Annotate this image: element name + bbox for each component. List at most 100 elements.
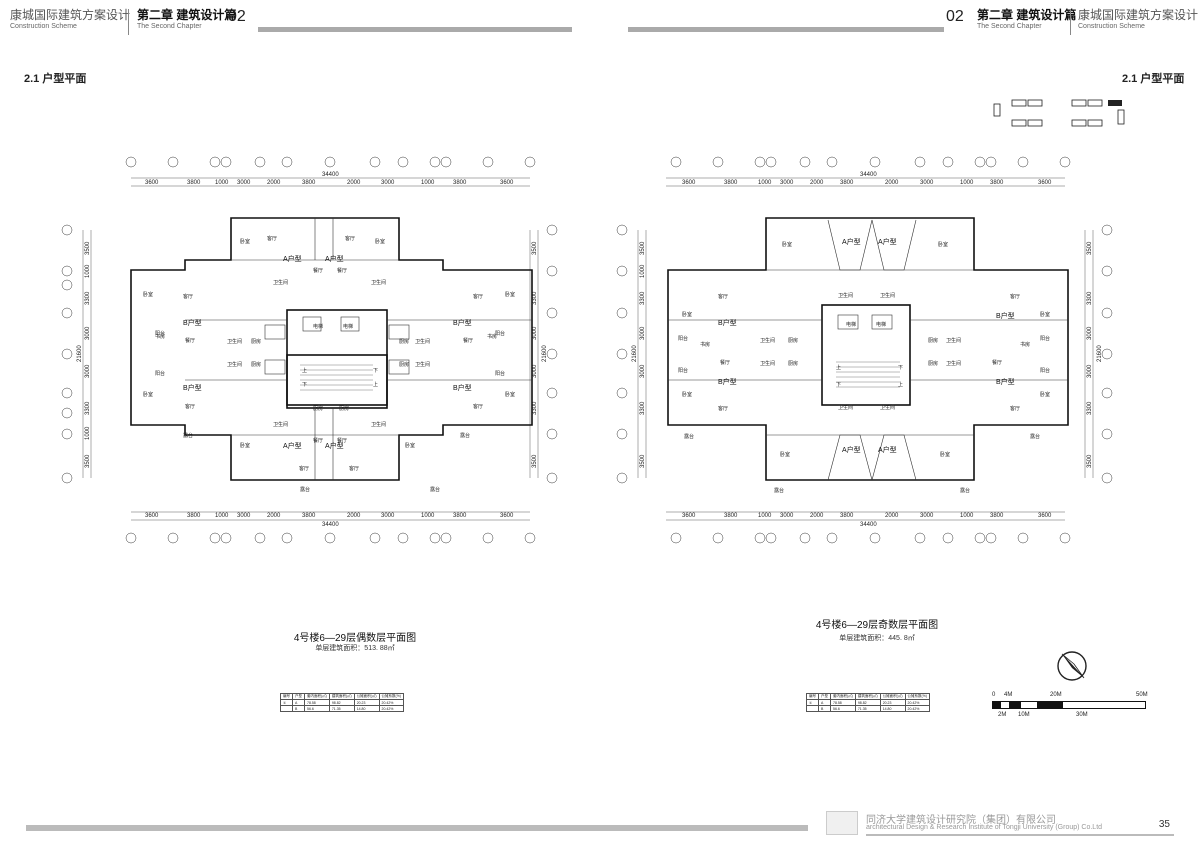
footer-bar — [26, 825, 808, 831]
svg-text:电梯: 电梯 — [313, 323, 323, 330]
unit-label: A户型 — [283, 441, 302, 450]
svg-text:卫生间: 卫生间 — [415, 361, 430, 368]
unit-label: B户型 — [183, 318, 202, 327]
svg-text:卫生间: 卫生间 — [371, 421, 386, 428]
svg-text:卫生间: 卫生间 — [273, 279, 288, 286]
dim-label: 3000 — [532, 364, 538, 378]
svg-text:客厅: 客厅 — [1010, 405, 1020, 412]
svg-text:露台: 露台 — [430, 486, 440, 493]
unit-label: B户型 — [718, 377, 737, 386]
svg-text:卫生间: 卫生间 — [946, 337, 961, 344]
north-arrow-icon — [1057, 651, 1087, 681]
chapter-number: 02 — [946, 8, 964, 25]
dim-label: 3000 — [532, 326, 538, 340]
dim-label: 3300 — [532, 291, 538, 305]
company-name-en: Construction Scheme — [1078, 23, 1145, 30]
svg-text:厨房: 厨房 — [788, 337, 798, 344]
svg-text:3800: 3800 — [724, 180, 738, 186]
svg-text:卧室: 卧室 — [1040, 391, 1050, 398]
chapter-title-cn: 第二章 建筑设计篇 — [137, 8, 237, 22]
svg-text:餐厅: 餐厅 — [337, 267, 347, 274]
svg-text:1000: 1000 — [758, 513, 772, 519]
dim-label: 3000 — [237, 180, 251, 186]
dim-label: 3300 — [532, 401, 538, 415]
dim-label: 21600 — [77, 345, 83, 362]
svg-text:厨房: 厨房 — [788, 360, 798, 367]
chapter-title-en: The Second Chapter — [137, 23, 202, 30]
svg-text:卫生间: 卫生间 — [880, 404, 895, 411]
table-row: 编号户型套内面积(㎡) 建筑面积(㎡)公摊面积(㎡)公摊系数(%) — [280, 693, 404, 700]
svg-text:3500: 3500 — [1087, 454, 1093, 468]
dim-label: 3800 — [302, 180, 316, 186]
dim-label: 1000 — [85, 426, 91, 440]
svg-text:客厅: 客厅 — [718, 405, 728, 412]
svg-text:露台: 露台 — [183, 432, 193, 439]
svg-text:1000: 1000 — [758, 180, 772, 186]
dim-label: 3600 — [500, 513, 514, 519]
page-number: 35 — [1158, 819, 1170, 830]
svg-text:厨房: 厨房 — [313, 405, 323, 412]
svg-text:3000: 3000 — [920, 513, 934, 519]
header-right-company: 康城国际建筑方案设计 Construction Scheme — [1078, 8, 1198, 31]
dim-label: 2000 — [347, 513, 361, 519]
svg-text:餐厅: 餐厅 — [463, 337, 473, 344]
svg-text:3800: 3800 — [840, 513, 854, 519]
dim-total: 34400 — [860, 172, 877, 178]
svg-text:卧室: 卧室 — [682, 391, 692, 398]
svg-text:卫生间: 卫生间 — [227, 361, 242, 368]
key-plan-icons — [993, 99, 1125, 127]
unit-label: A户型 — [842, 445, 861, 454]
svg-text:1000: 1000 — [960, 180, 974, 186]
unit-label: B户型 — [453, 383, 472, 392]
chapter-title-en: The Second Chapter — [977, 23, 1042, 30]
svg-text:卧室: 卧室 — [143, 291, 153, 298]
dim-label: 2000 — [267, 180, 281, 186]
svg-text:厨房: 厨房 — [251, 361, 261, 368]
svg-text:客厅: 客厅 — [299, 465, 309, 472]
company-name-cn: 康城国际建筑方案设计 — [1078, 8, 1199, 22]
dim-label: 3000 — [85, 364, 91, 378]
svg-text:电梯: 电梯 — [343, 323, 353, 330]
svg-text:3000: 3000 — [640, 326, 646, 340]
svg-text:阳台: 阳台 — [155, 370, 165, 377]
svg-text:客厅: 客厅 — [345, 235, 355, 242]
svg-text:厨房: 厨房 — [399, 361, 409, 368]
svg-text:下: 下 — [898, 365, 903, 371]
institute-logo-icon — [826, 811, 858, 835]
svg-text:卧室: 卧室 — [240, 442, 250, 449]
dim-label: 3800 — [187, 513, 201, 519]
svg-text:客厅: 客厅 — [718, 293, 728, 300]
svg-text:客厅: 客厅 — [473, 403, 483, 410]
svg-text:3300: 3300 — [640, 401, 646, 415]
unit-label: A户型 — [878, 445, 897, 454]
svg-text:3000: 3000 — [780, 513, 794, 519]
svg-text:3800: 3800 — [724, 513, 738, 519]
svg-text:厨房: 厨房 — [399, 338, 409, 345]
svg-text:3600: 3600 — [1038, 513, 1052, 519]
dim-label: 1000 — [421, 180, 435, 186]
svg-text:3800: 3800 — [990, 513, 1004, 519]
svg-text:阳台: 阳台 — [1040, 335, 1050, 342]
svg-text:卫生间: 卫生间 — [415, 338, 430, 345]
svg-text:3000: 3000 — [1087, 326, 1093, 340]
plan-area-odd: 单层建筑面积：445. 8㎡ — [839, 635, 915, 642]
svg-text:2000: 2000 — [885, 513, 899, 519]
header-bar-left — [258, 27, 572, 32]
svg-text:3300: 3300 — [1087, 401, 1093, 415]
svg-text:3000: 3000 — [780, 180, 794, 186]
section-title: 2.1 户型平面 — [24, 73, 87, 85]
svg-text:厨房: 厨房 — [928, 337, 938, 344]
svg-text:阳台: 阳台 — [495, 370, 505, 377]
svg-text:客厅: 客厅 — [1010, 293, 1020, 300]
svg-text:客厅: 客厅 — [473, 293, 483, 300]
unit-label: B户型 — [996, 311, 1015, 320]
header-bar-right — [628, 27, 944, 32]
svg-text:21600: 21600 — [1097, 345, 1103, 362]
dim-label: 2000 — [347, 180, 361, 186]
unit-label: A户型 — [842, 237, 861, 246]
unit-label: B户型 — [718, 318, 737, 327]
